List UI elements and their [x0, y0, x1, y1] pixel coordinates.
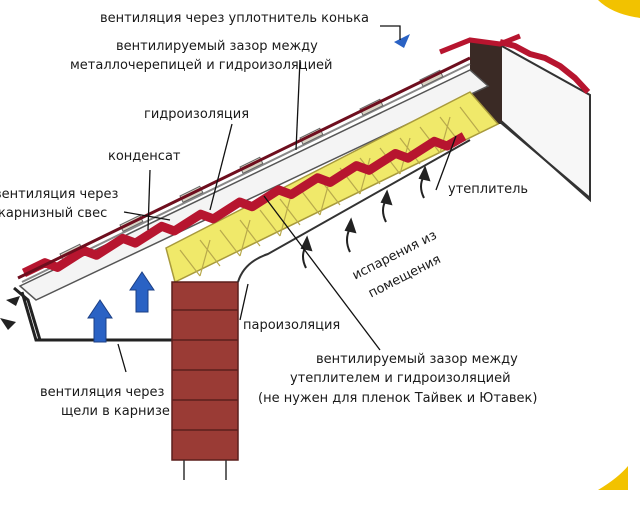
leader-lines	[117, 25, 457, 373]
label-gap-ins-line3: (не нужен для пленок Тайвек и Ютавек)	[258, 391, 538, 406]
waterproofing-membrane	[21, 63, 471, 283]
ridge-seal	[439, 33, 521, 55]
right-roof-tiles	[499, 39, 591, 95]
label-eave-vent-line2: карнизный свес	[0, 206, 108, 221]
brick-wall	[171, 281, 239, 480]
corner-accent-bottom-right	[598, 466, 628, 490]
label-eave-vent-line1: вентиляция через	[0, 187, 119, 202]
label-gap-ins-line1: вентилируемый зазор между	[316, 352, 518, 367]
label-ridge-vent: вентиляция через уплотнитель конька	[100, 11, 369, 26]
metal-tile-edge	[17, 56, 471, 280]
evaporation-arrows	[300, 165, 431, 269]
metal-tile-roofing	[21, 132, 467, 278]
label-waterproofing: гидроизоляция	[144, 107, 250, 122]
insulation-layer	[165, 91, 500, 284]
eave-inlet-arrows	[0, 296, 20, 330]
label-gap-ins-line2: утеплителем и гидроизоляцией	[290, 371, 511, 386]
label-cornice-vent-line1: вентиляция через	[40, 385, 165, 400]
label-vapor-barrier: пароизоляция	[243, 318, 341, 333]
right-roof-slope	[499, 43, 591, 203]
eave-fascia	[13, 286, 42, 341]
label-condensate: конденсат	[108, 149, 181, 164]
label-insulation: утеплитель	[448, 182, 529, 197]
label-cornice-vent-line2: щели в карнизе	[61, 404, 170, 419]
corner-accent-top-right	[598, 0, 640, 18]
attic-ceiling-line	[499, 121, 591, 199]
ridge-outlet-arrow	[394, 34, 410, 48]
vapor-barrier-line	[237, 139, 471, 283]
label-gap-tile-line1: вентилируемый зазор между	[116, 39, 318, 54]
label-gap-tile-line2: металлочерепицей и гидроизоляцией	[70, 58, 333, 73]
ventilation-arrows-blue	[87, 271, 155, 343]
